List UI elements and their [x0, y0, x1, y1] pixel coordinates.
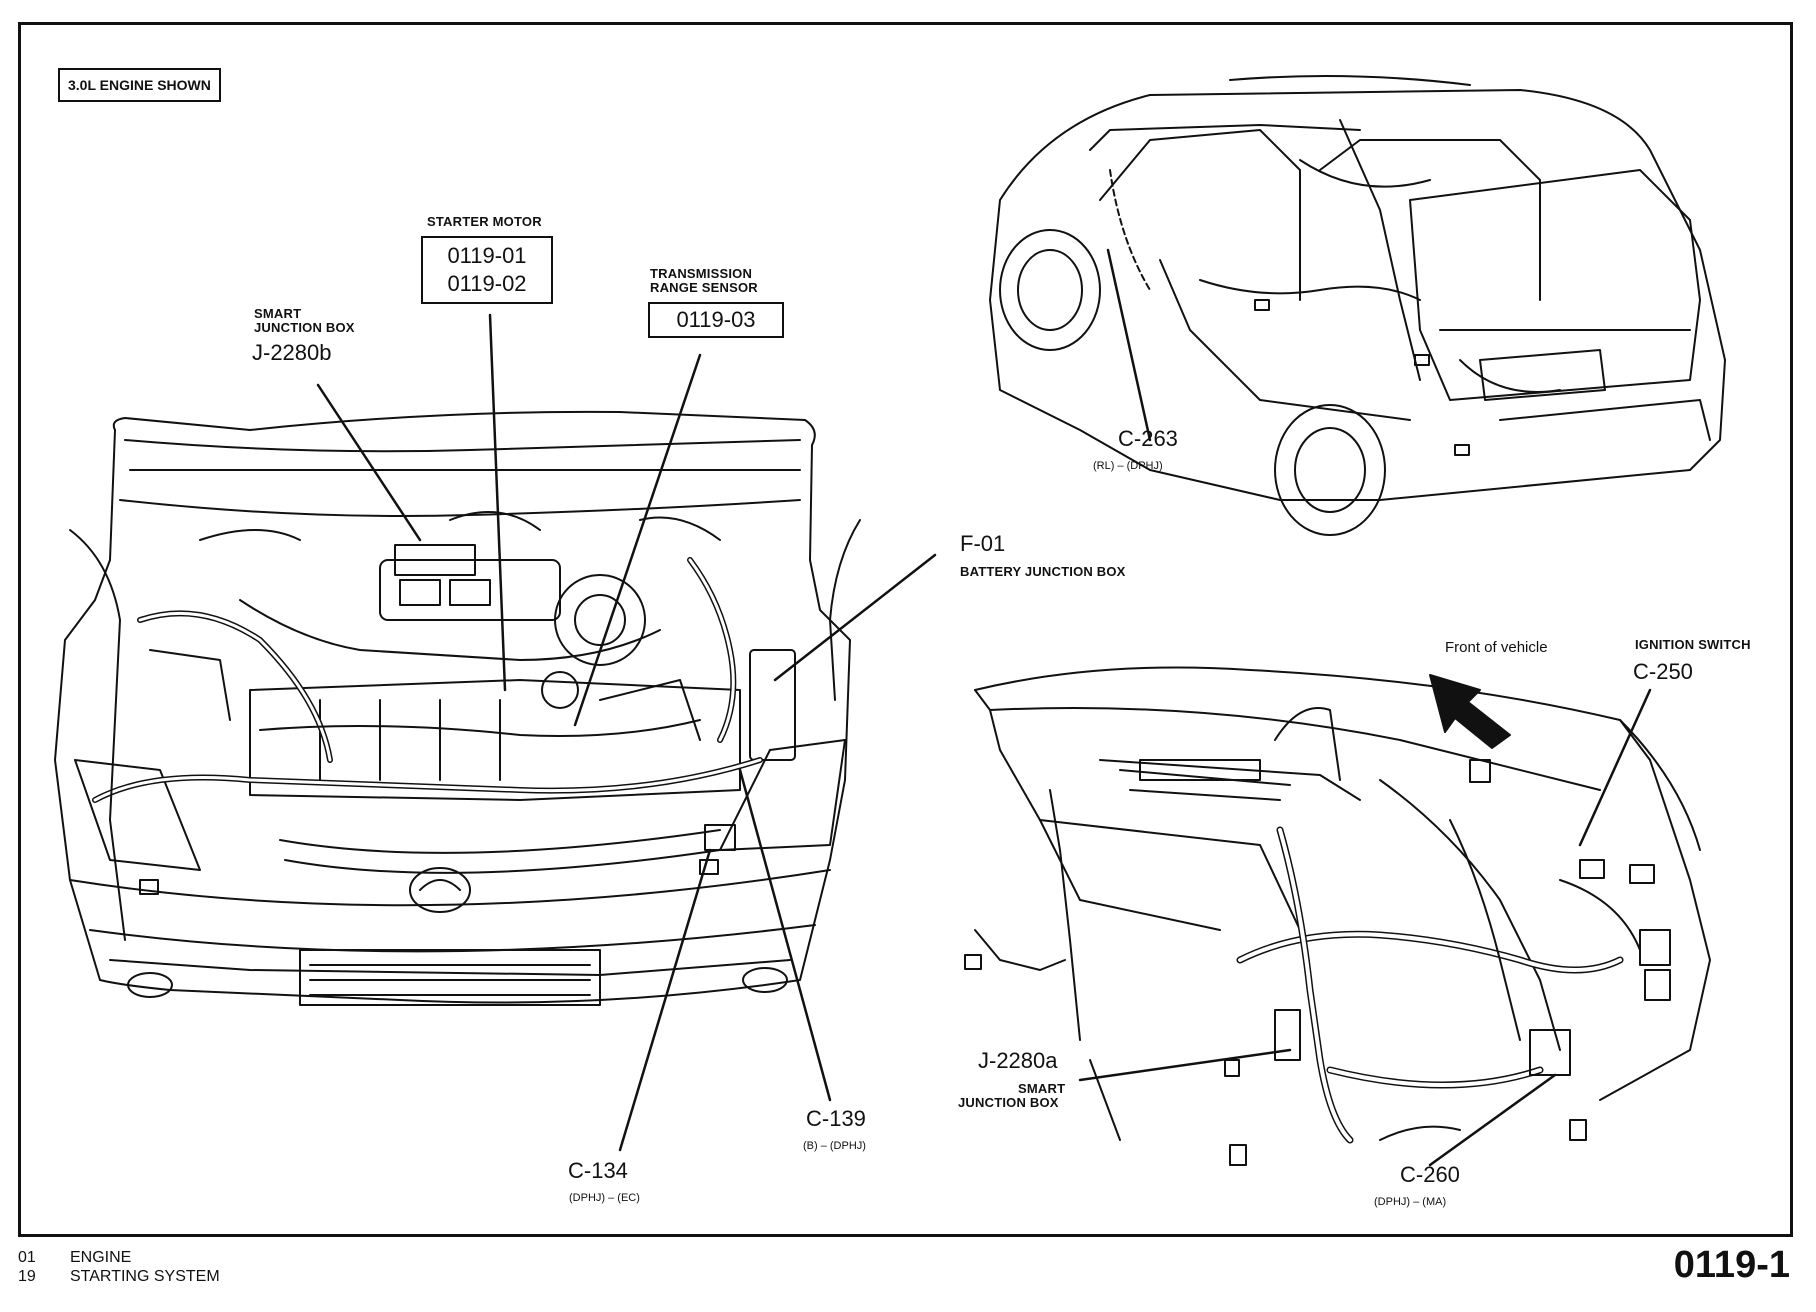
leader-lines [316, 248, 1652, 1167]
sjb-code[interactable]: J-2280b [252, 340, 332, 365]
c263-code[interactable]: C-263 [1118, 426, 1178, 451]
front-of-vehicle-label: Front of vehicle [1445, 639, 1548, 656]
sjb-label-line2: JUNCTION BOX [254, 320, 355, 335]
f01-desc: BATTERY JUNCTION BOX [960, 564, 1126, 579]
starter-motor-callout[interactable]: 0119-01 0119-02 [421, 236, 553, 304]
j2280a-label-line2: JUNCTION BOX [958, 1095, 1059, 1110]
trs-label-line2: RANGE SENSOR [650, 280, 758, 295]
c134-code[interactable]: C-134 [568, 1158, 628, 1183]
j2280a-label-line1: SMART [1018, 1081, 1066, 1096]
front-arrow-icon [1429, 674, 1511, 749]
page-border [18, 22, 1793, 1237]
trs-label-line1: TRANSMISSION [650, 266, 753, 281]
vehicle-rear-illustration [989, 75, 1726, 536]
footer-section-codes: 01 ENGINE 19 STARTING SYSTEM [18, 1248, 220, 1286]
c260-code[interactable]: C-260 [1400, 1162, 1460, 1187]
f01-code[interactable]: F-01 [960, 531, 1006, 556]
c260-desc: (DPHJ) – (MA) [1374, 1196, 1447, 1208]
footer-line2-num: 19 [18, 1268, 36, 1285]
starter-code-1: 0119-01 [447, 243, 527, 268]
c250-code[interactable]: C-250 [1633, 659, 1693, 684]
engine-bay-illustration [54, 410, 861, 1006]
c139-desc: (B) – (DPHJ) [803, 1140, 866, 1152]
c134-desc: (DPHJ) – (EC) [569, 1192, 640, 1204]
footer-line1-text: ENGINE [70, 1249, 132, 1266]
instrument-panel-illustration [964, 666, 1711, 1166]
engine-shown-note: 3.0L ENGINE SHOWN [58, 68, 221, 102]
trs-callout[interactable]: 0119-03 [648, 302, 784, 338]
ignition-switch-label: IGNITION SWITCH [1635, 637, 1751, 652]
footer-line2-text: STARTING SYSTEM [70, 1268, 220, 1285]
starter-motor-label: STARTER MOTOR [427, 214, 542, 229]
c263-desc: (RL) – (DPHJ) [1093, 460, 1163, 472]
j2280a-code[interactable]: J-2280a [978, 1048, 1058, 1073]
c139-code[interactable]: C-139 [806, 1106, 866, 1131]
sjb-label-line1: SMART [254, 306, 302, 321]
page-number: 0119-1 [1673, 1244, 1790, 1286]
footer-line1-num: 01 [18, 1249, 36, 1266]
starter-code-2: 0119-02 [447, 271, 527, 296]
